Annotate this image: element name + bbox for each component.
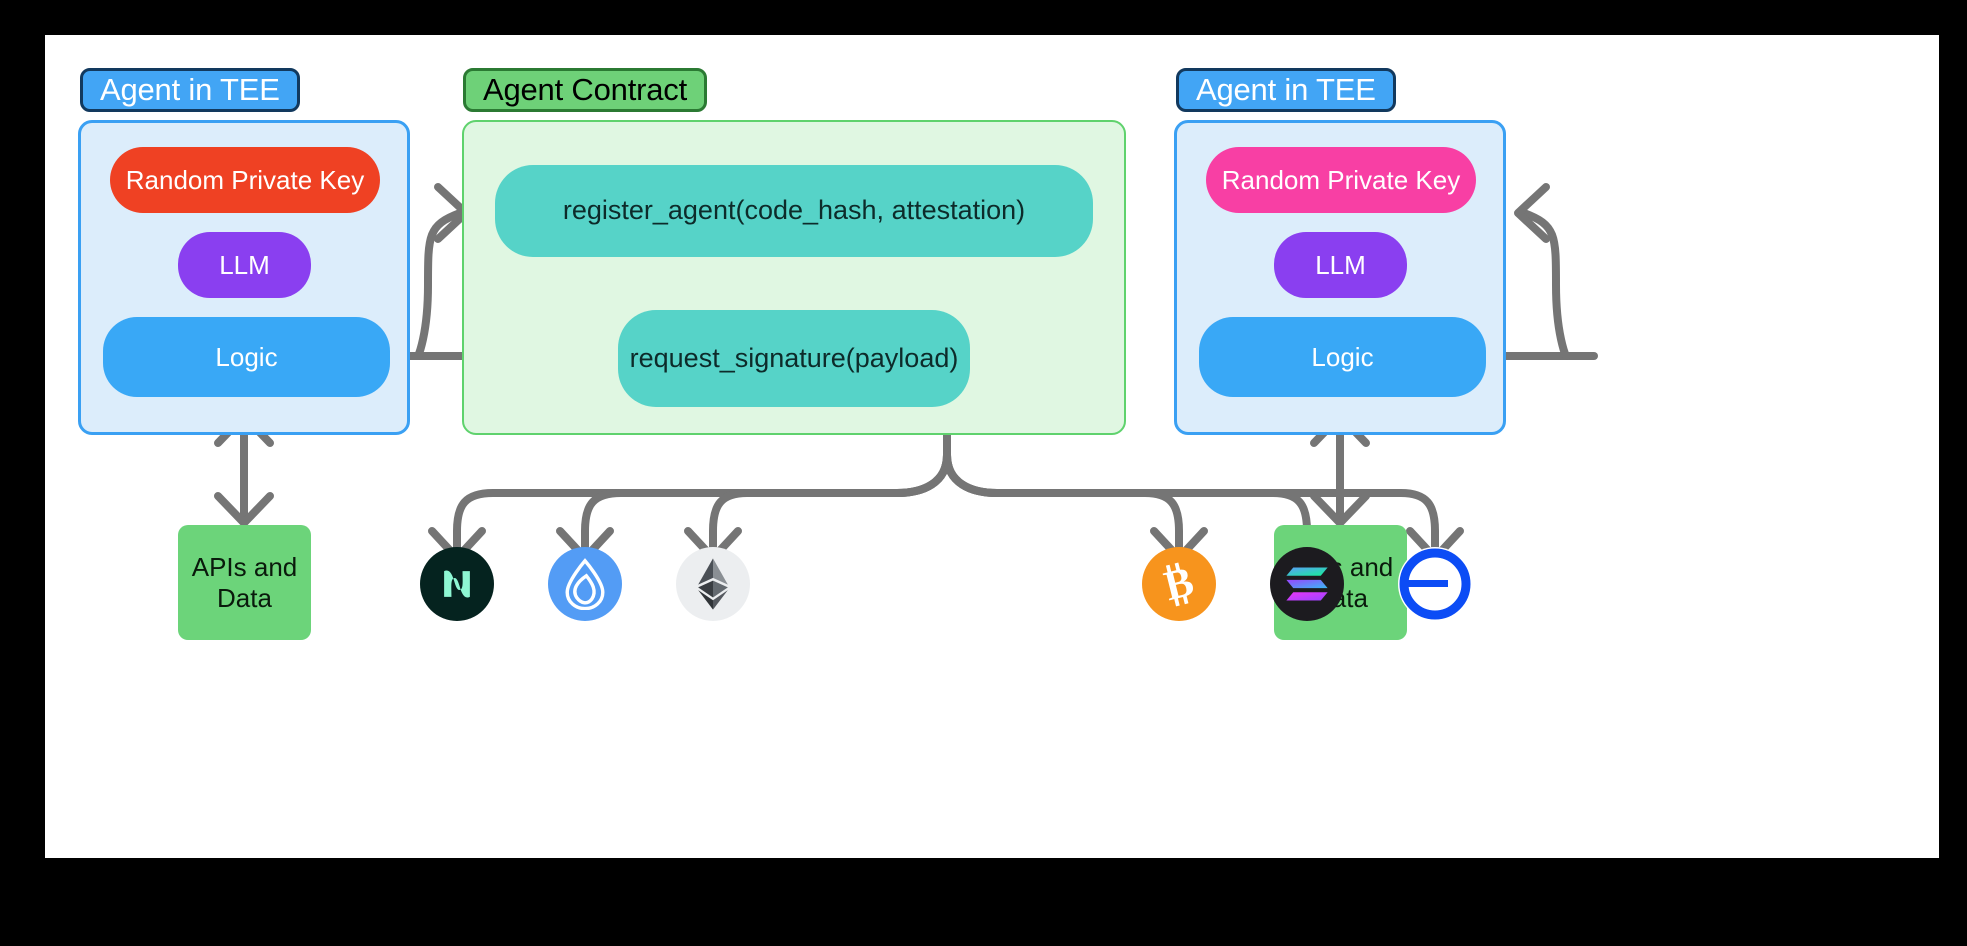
arrow-fanout-to-btc — [943, 451, 1183, 559]
arrow-fanout-to-solana — [943, 451, 1311, 559]
register-agent-function-node: register_agent(code_hash, attestation) — [495, 165, 1093, 257]
left-random-private-key-node: Random Private Key — [110, 147, 380, 213]
diagram-canvas: Agent in TEE Random Private Key LLM Logi… — [45, 35, 1939, 858]
base-icon — [1398, 547, 1472, 621]
solana-icon — [1270, 547, 1344, 621]
left-logic-node: Logic — [103, 317, 390, 397]
ethereum-icon — [676, 547, 750, 621]
left-apis-line1: APIs and — [191, 551, 298, 582]
arrow-fanout-to-eth — [709, 451, 951, 559]
sui-icon — [548, 547, 622, 621]
arrow-fanout-to-sui — [581, 451, 951, 559]
arrow-right-logic-apis-down-head — [1310, 492, 1370, 527]
right-llm-node: LLM — [1274, 232, 1407, 298]
near-icon — [420, 547, 494, 621]
left-apis-line2: Data — [217, 582, 272, 613]
left-tee-pill: Agent in TEE — [80, 68, 300, 112]
arrow-right-logic-to-register-head — [1514, 183, 1550, 243]
agent-contract-pill: Agent Contract — [463, 68, 707, 112]
bitcoin-icon: B — [1142, 547, 1216, 621]
request-signature-function-node: request_signature(payload) — [618, 310, 970, 407]
arrow-left-logic-apis-down-head — [214, 492, 274, 527]
arrow-fanout-to-near — [453, 451, 951, 559]
right-logic-node: Logic — [1199, 317, 1486, 397]
left-apis-and-data-node: APIs and Data — [178, 525, 311, 640]
arrow-left-logic-to-register — [414, 209, 464, 360]
right-random-private-key-node: Random Private Key — [1206, 147, 1476, 213]
arrow-right-logic-to-register — [1520, 209, 1570, 360]
right-tee-pill: Agent in TEE — [1176, 68, 1396, 112]
left-llm-node: LLM — [178, 232, 311, 298]
